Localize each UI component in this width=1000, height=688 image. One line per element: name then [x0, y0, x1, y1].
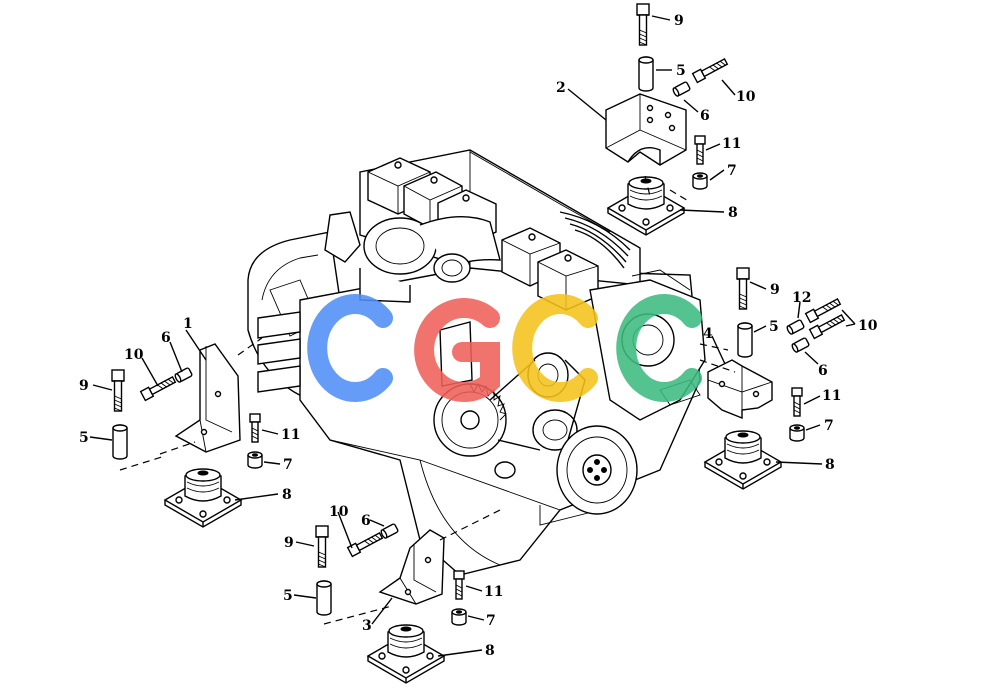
callout-top-5: 5 [676, 63, 686, 79]
top-rubber-mount-8 [607, 176, 685, 236]
bottom-spacer-5 [316, 580, 332, 616]
left-spacer-5 [112, 424, 128, 460]
callout-left-10: 10 [124, 347, 144, 363]
bottom-bracket-3 [378, 529, 445, 605]
callout-left-9: 9 [79, 378, 89, 394]
callout-top-9: 9 [674, 13, 684, 29]
callout-top-6: 6 [700, 108, 710, 124]
leader-lines [89, 15, 856, 657]
callout-bottom-10: 10 [329, 504, 349, 520]
right-part-12 [785, 318, 806, 336]
left-washer-6 [173, 366, 194, 384]
left-bolt-10 [139, 374, 177, 402]
callout-bottom-7: 7 [486, 613, 496, 629]
right-mount-assembly [699, 267, 846, 490]
callout-right-8: 8 [825, 457, 835, 473]
top-spacer-5 [638, 56, 654, 92]
callout-bottom-11: 11 [484, 584, 503, 600]
bottom-bolt-11 [453, 570, 465, 600]
callout-top-7: 7 [727, 163, 737, 179]
top-bolt-11 [694, 135, 706, 165]
callout-bottom-3: 3 [362, 618, 372, 634]
callout-bottom-9: 9 [284, 535, 294, 551]
callout-right-10: 10 [858, 318, 878, 334]
top-mount-assembly [605, 3, 729, 236]
callout-right-9: 9 [770, 282, 780, 298]
right-bolt-11 [791, 387, 803, 417]
right-bolt-9 [736, 267, 750, 310]
left-mount-assembly [111, 337, 263, 528]
bottom-nut-7 [451, 608, 467, 626]
top-bolt-10 [691, 56, 729, 84]
right-spacer-5 [737, 322, 753, 358]
top-nut-7 [692, 172, 708, 190]
cgcc-watermark [307, 294, 702, 402]
callout-left-8: 8 [282, 487, 292, 503]
callout-right-6: 6 [818, 363, 828, 379]
right-washer-6 [790, 336, 811, 354]
callout-bottom-6: 6 [361, 513, 371, 529]
callout-bottom-8: 8 [485, 643, 495, 659]
callout-left-1: 1 [183, 316, 193, 332]
bottom-mount-assembly [315, 509, 501, 684]
callout-right-5: 5 [769, 319, 779, 335]
callout-right-7: 7 [824, 418, 834, 434]
callout-right-11: 11 [822, 388, 841, 404]
bottom-bolt-9 [315, 525, 329, 568]
callout-top-2: 2 [556, 80, 566, 96]
left-nut-7 [247, 451, 263, 469]
callout-left-5: 5 [79, 430, 89, 446]
callout-top-10: 10 [736, 89, 756, 105]
bottom-bolt-10 [346, 530, 384, 558]
left-rubber-mount-8 [164, 468, 242, 528]
callout-top-11: 11 [722, 136, 741, 152]
left-bracket-1 [174, 343, 241, 453]
right-nut-7 [789, 424, 805, 442]
bottom-rubber-mount-8 [367, 624, 445, 684]
left-bolt-11 [249, 413, 261, 443]
callout-top-8: 8 [728, 205, 738, 221]
callout-right-4: 4 [703, 326, 713, 342]
right-bracket-4 [707, 359, 773, 420]
callout-left-11: 11 [281, 427, 300, 443]
callout-bottom-5: 5 [283, 588, 293, 604]
left-bolt-9 [111, 369, 125, 412]
callout-labels: 9 5 10 2 6 11 7 8 1 6 10 9 5 11 7 8 9 12… [79, 13, 878, 659]
top-bolt-9 [636, 3, 650, 46]
top-washer-6 [671, 80, 692, 98]
callout-left-7: 7 [283, 457, 293, 473]
callout-right-12: 12 [792, 290, 811, 306]
right-rubber-mount-8 [704, 430, 782, 490]
callout-left-6: 6 [161, 330, 171, 346]
